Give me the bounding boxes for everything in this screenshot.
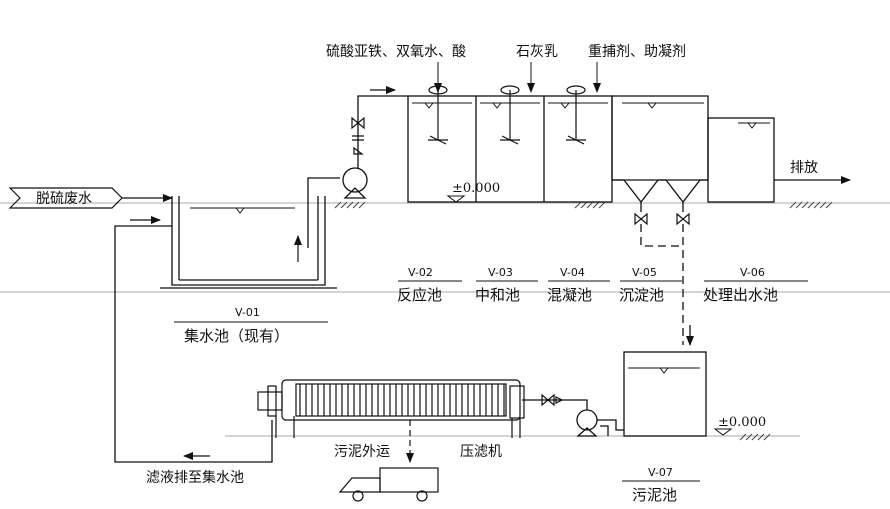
unit-name-v02: 反应池 — [397, 286, 442, 304]
ground-hatching — [334, 201, 833, 441]
chemical-label-lime: 石灰乳 — [516, 44, 558, 60]
ground-lines — [0, 202, 890, 437]
dosing-arrows — [434, 62, 601, 93]
collection-tank — [160, 196, 337, 289]
chemical-label-flocculant: 重捕剂、助凝剂 — [588, 44, 686, 60]
ground-level-marker-1 — [446, 195, 466, 203]
filtrate-return-label: 滤液排至集水池 — [146, 469, 244, 486]
unit-label-v02: V-02 反应池 — [397, 266, 462, 304]
unit-name-v03: 中和池 — [475, 286, 520, 304]
unit-label-v05: V-05 沉淀池 — [619, 266, 682, 304]
sludge-pump — [568, 399, 624, 437]
feed-pipe — [307, 95, 408, 248]
water-level-marks — [190, 102, 770, 369]
settling-tank — [611, 95, 709, 212]
agitator-v04 — [566, 85, 586, 145]
discharge-label: 排放 — [790, 160, 818, 176]
agitator-v02 — [428, 85, 448, 145]
inlet-label: 脱硫废水 — [36, 191, 92, 207]
ground-level-label-1: ±0.000 — [452, 181, 500, 196]
feed-valve — [351, 116, 365, 155]
unit-label-v04: V-04 混凝池 — [547, 266, 610, 304]
inlet-tag — [8, 187, 123, 209]
unit-label-v01: V-01 集水池（现有） — [174, 306, 328, 345]
treated-water-tank — [707, 117, 775, 203]
unit-code-v02: V-02 — [408, 266, 433, 279]
sludge-line-dashed — [640, 224, 684, 345]
filtrate-return-pipe — [114, 225, 273, 463]
ground-level-marker-2 — [713, 428, 733, 436]
feed-pump — [342, 167, 368, 199]
filter-press — [257, 379, 525, 438]
unit-code-v03: V-03 — [488, 266, 513, 279]
chemical-label-feso4: 硫酸亚铁、双氧水、酸 — [326, 44, 466, 60]
agitator-v03 — [500, 85, 520, 145]
unit-label-v06: V-06 处理出水池 — [703, 266, 808, 304]
unit-code-v06: V-06 — [740, 266, 765, 279]
unit-code-v07: V-07 — [648, 466, 673, 479]
ground-level-label-2: ±0.000 — [718, 415, 766, 430]
truck-icon — [338, 467, 439, 502]
unit-name-v06: 处理出水池 — [703, 286, 778, 304]
unit-label-v03: V-03 中和池 — [475, 266, 538, 304]
unit-name-v04: 混凝池 — [547, 286, 592, 304]
unit-label-v07: V-07 污泥池 — [622, 466, 700, 504]
unit-name-v07: 污泥池 — [632, 486, 677, 504]
water-level-triangles — [235, 102, 757, 374]
unit-name-v01: 集水池（现有） — [184, 327, 289, 345]
sludge-tank — [623, 351, 707, 437]
unit-name-v05: 沉淀池 — [619, 286, 664, 304]
unit-code-v05: V-05 — [632, 266, 657, 279]
filter-press-label: 压滤机 — [460, 444, 502, 460]
sludge-out-label: 污泥外运 — [334, 444, 390, 460]
unit-code-v01: V-01 — [235, 306, 260, 319]
sludge-valves — [634, 212, 690, 226]
unit-code-v04: V-04 — [560, 266, 585, 279]
